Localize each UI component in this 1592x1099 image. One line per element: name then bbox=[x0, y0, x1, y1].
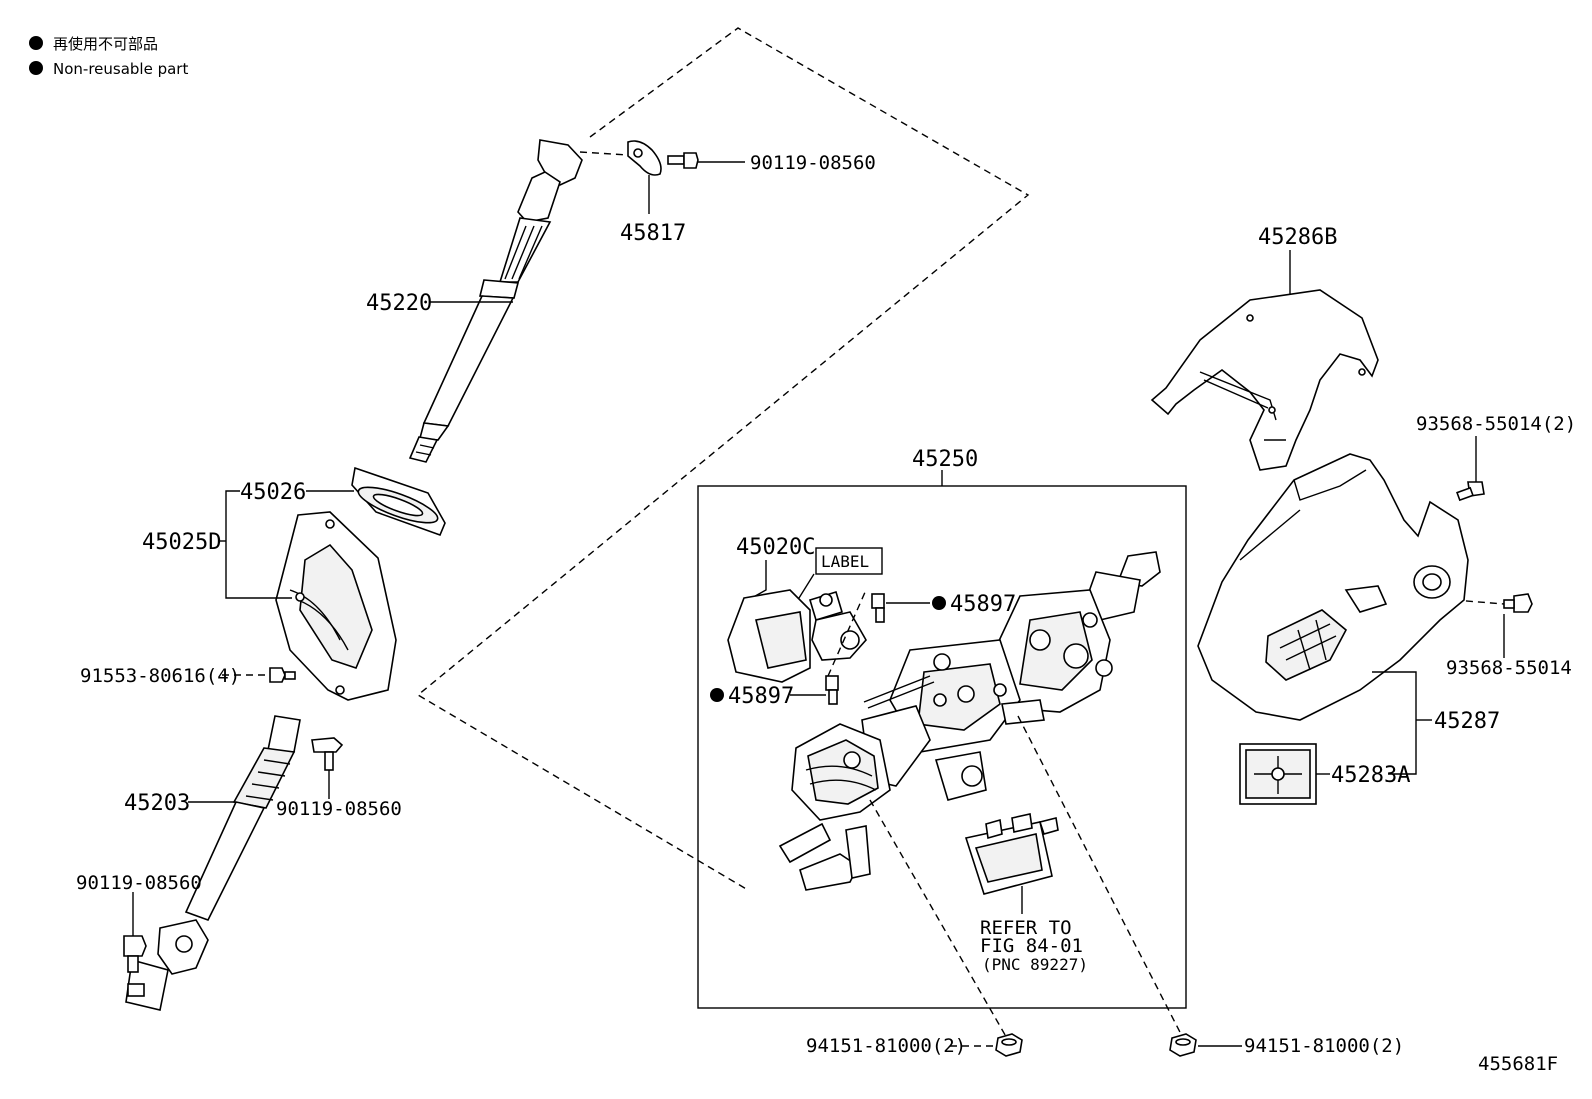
dash-94151-right bbox=[1017, 715, 1185, 1041]
label-45026: 45026 bbox=[240, 480, 306, 505]
label-box bbox=[815, 547, 883, 575]
label-45025D: 45025D bbox=[142, 530, 221, 555]
label-45203: 45203 bbox=[124, 791, 190, 816]
refer-line-3: (PNC 89227) bbox=[982, 955, 1088, 974]
part-45026-seal bbox=[351, 466, 446, 537]
bolt-93568-top-icon bbox=[1456, 481, 1485, 502]
dash-94151-left bbox=[869, 799, 1009, 1041]
part-89227-module bbox=[964, 813, 1059, 895]
label-91553: 91553-80616(4) bbox=[80, 665, 240, 687]
label-90119-top: 90119-08560 bbox=[750, 152, 876, 174]
label-90119-bottom: 90119-08560 bbox=[76, 872, 202, 894]
label-45020C: 45020C bbox=[736, 535, 815, 560]
bolt-91553-icon bbox=[269, 667, 296, 683]
leader-45025D bbox=[225, 490, 292, 599]
assembly-45250-frame bbox=[697, 485, 1187, 1009]
leader-45287 bbox=[1372, 671, 1417, 775]
part-45025D-cover bbox=[275, 511, 397, 701]
refer-line-1: REFER TO bbox=[980, 917, 1072, 939]
label-45286B: 45286B bbox=[1258, 225, 1337, 250]
label-box-text: LABEL bbox=[821, 552, 869, 571]
label-45897-bottom: 45897 bbox=[728, 684, 794, 709]
part-45817-bracket bbox=[627, 140, 662, 176]
label-94151-left: 94151-81000(2) bbox=[806, 1035, 966, 1057]
part-45897-top-icon bbox=[871, 593, 885, 623]
label-45287: 45287 bbox=[1434, 709, 1500, 734]
non-reusable-bullet-icon bbox=[29, 61, 43, 75]
label-94151-right: 94151-81000(2) bbox=[1244, 1035, 1404, 1057]
label-93568-bottom: 93568-55014 bbox=[1446, 657, 1572, 679]
label-45283A: 45283A bbox=[1331, 763, 1410, 788]
dash-93568-bottom bbox=[1453, 599, 1505, 605]
nut-94151-right-icon bbox=[1169, 1033, 1197, 1057]
part-45286B-upper-cover bbox=[1150, 289, 1379, 471]
nut-94151-left-icon bbox=[995, 1033, 1023, 1057]
refer-line-2: FIG 84-01 bbox=[980, 935, 1083, 957]
non-reusable-bullet-icon bbox=[710, 688, 724, 702]
label-45897-top: 45897 bbox=[950, 592, 1016, 617]
part-steering-column-body bbox=[778, 551, 1161, 891]
legend: 再使用不可部品 Non-reusable part bbox=[29, 35, 188, 78]
label-90119-mid: 90119-08560 bbox=[276, 798, 402, 820]
legend-jp: 再使用不可部品 bbox=[53, 35, 158, 53]
label-45817: 45817 bbox=[620, 221, 686, 246]
figure-id: 455681F bbox=[1478, 1053, 1558, 1075]
part-45203-lower-shaft bbox=[125, 715, 301, 1011]
bolt-93568-bottom-icon bbox=[1503, 593, 1533, 613]
non-reusable-bullet-icon bbox=[932, 596, 946, 610]
part-45897-bottom-icon bbox=[825, 675, 839, 705]
dashed-assembly-outline bbox=[416, 27, 1030, 891]
bolt-90119-bottom-icon bbox=[123, 935, 147, 973]
bolt-90119-top-icon bbox=[667, 152, 699, 169]
dash-45897 bbox=[827, 589, 867, 677]
part-45283A-label-icon bbox=[1239, 743, 1317, 805]
part-45220-upper-shaft bbox=[408, 139, 583, 463]
part-45287-lower-cover bbox=[1197, 453, 1469, 721]
label-93568-top: 93568-55014(2) bbox=[1416, 413, 1576, 435]
part-45020C-lock bbox=[727, 589, 867, 683]
dash-45817 bbox=[579, 151, 629, 156]
label-45250: 45250 bbox=[912, 447, 978, 472]
label-45220: 45220 bbox=[366, 291, 432, 316]
legend-en: Non-reusable part bbox=[53, 60, 188, 78]
bolt-90119-mid-icon bbox=[311, 737, 344, 771]
non-reusable-bullet-icon bbox=[29, 36, 43, 50]
